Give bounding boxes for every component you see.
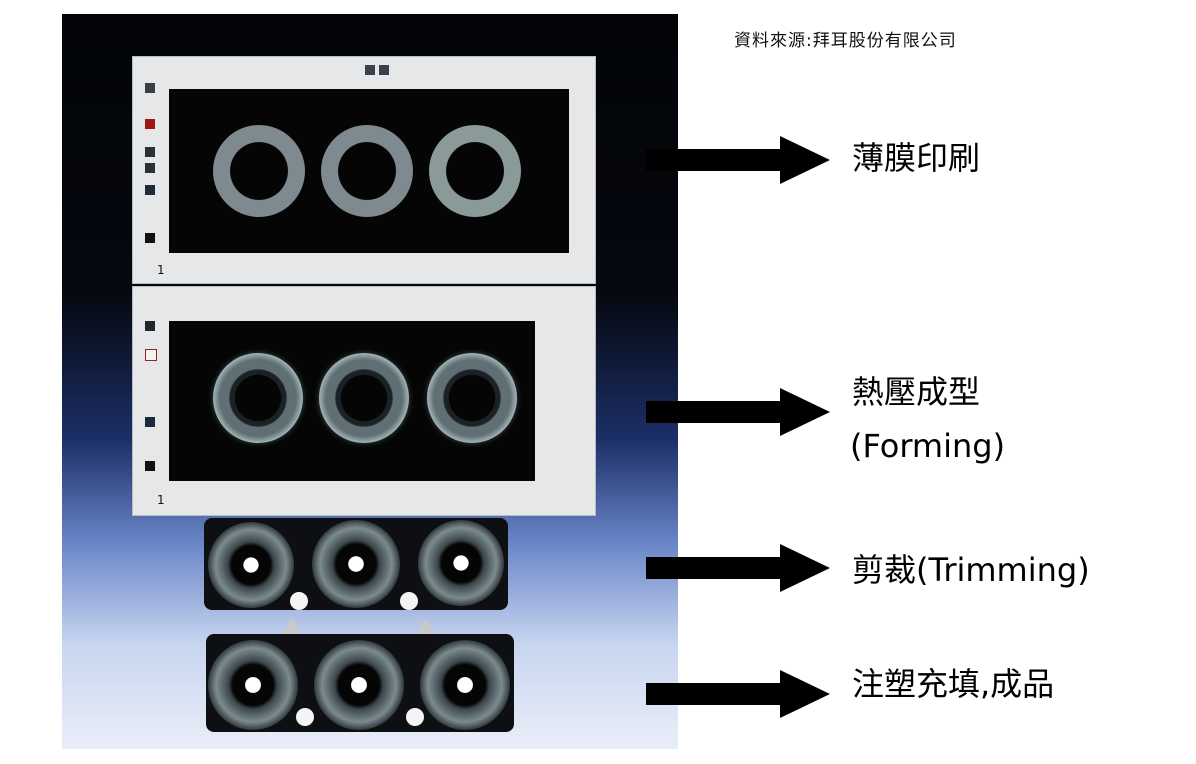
film-marker (365, 65, 375, 75)
step-forming-label-zh: 熱壓成型 (852, 373, 981, 411)
film-marker (145, 349, 157, 361)
arrow-icon (646, 388, 830, 436)
process-photo: 1 1 (62, 14, 678, 749)
film-marker (145, 185, 155, 195)
mounting-hole (290, 592, 308, 610)
printed-gauge-ring (321, 125, 413, 217)
film-marker (145, 163, 155, 173)
printed-gauge-ring (213, 125, 305, 217)
film-marker (145, 417, 155, 427)
film-marker (145, 321, 155, 331)
film-marker (145, 147, 155, 157)
finished-gauge-ring (420, 640, 510, 730)
source-note: 資料來源:拜耳股份有限公司 (734, 31, 957, 51)
formed-window (169, 321, 535, 481)
mounting-hole (406, 708, 424, 726)
mounting-tab (282, 618, 302, 634)
film-marker (145, 83, 155, 93)
finished-gauge-ring (314, 640, 404, 730)
film-marker (145, 233, 155, 243)
film-marker (145, 461, 155, 471)
mounting-hole (400, 592, 418, 610)
trimmed-part (204, 518, 508, 610)
step-printing-label: 薄膜印刷 (852, 139, 981, 177)
mounting-tab (416, 618, 436, 634)
formed-gauge-ring (319, 353, 409, 443)
step-forming-label-en: (Forming) (850, 427, 1006, 465)
trimmed-gauge-ring (418, 520, 504, 606)
arrow-icon (646, 544, 830, 592)
film-marker (379, 65, 389, 75)
trimmed-gauge-ring (208, 522, 294, 608)
step-molding-label: 注塑充填,成品 (852, 665, 1055, 703)
film-window (169, 89, 569, 253)
panel-number: 1 (157, 493, 165, 507)
formed-panel: 1 (132, 286, 596, 516)
step-trimming-label: 剪裁(Trimming) (852, 551, 1090, 589)
printed-gauge-ring (429, 125, 521, 217)
finished-part (206, 634, 514, 732)
arrow-icon (646, 670, 830, 718)
film-marker (145, 119, 155, 129)
mounting-hole (296, 708, 314, 726)
trimmed-gauge-ring (312, 520, 400, 608)
finished-gauge-ring (208, 640, 298, 730)
printed-film-panel: 1 (132, 56, 596, 284)
arrow-icon (646, 136, 830, 184)
panel-number: 1 (157, 263, 165, 277)
formed-gauge-ring (213, 353, 303, 443)
formed-gauge-ring (427, 353, 517, 443)
